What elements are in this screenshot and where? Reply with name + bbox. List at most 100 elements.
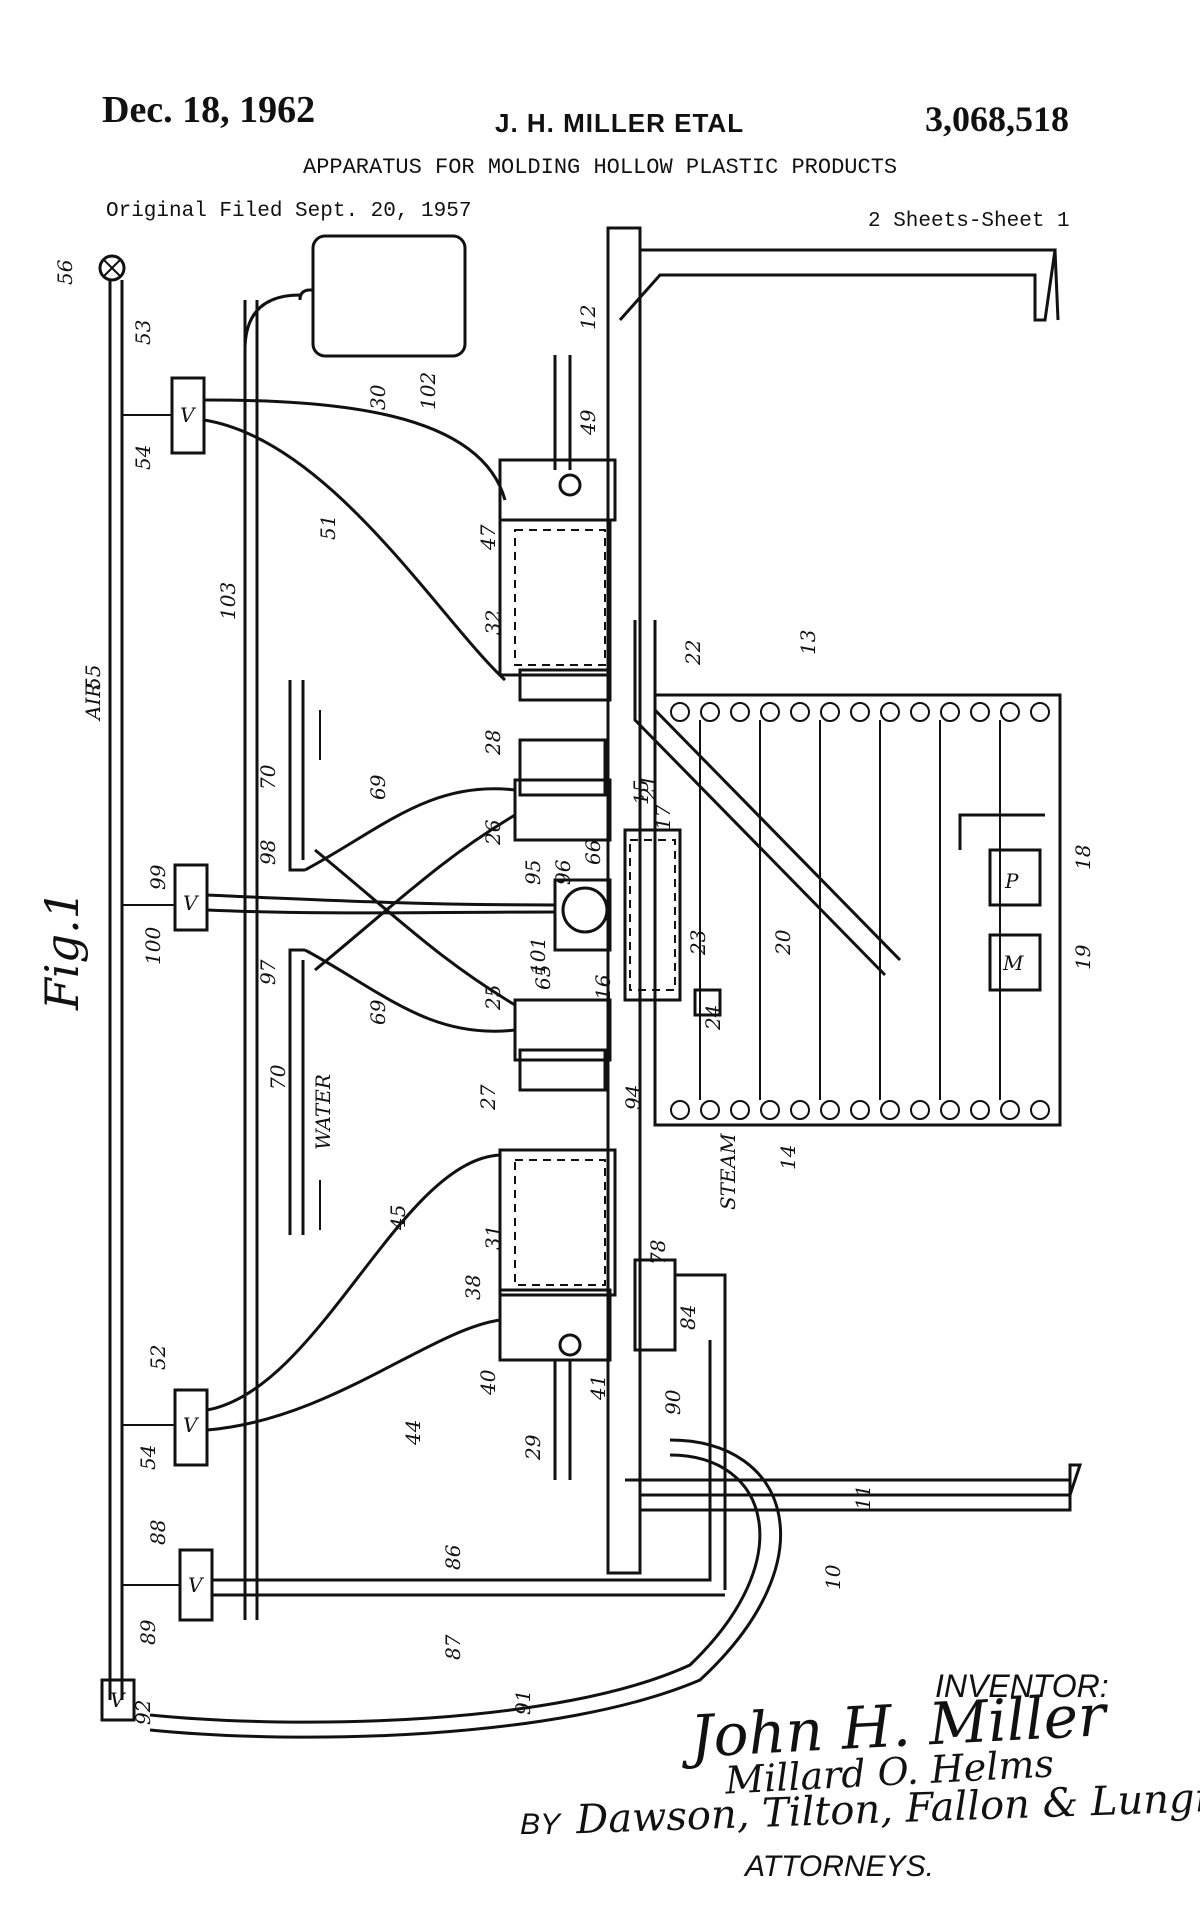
reference-numeral-26: 26 <box>481 819 505 846</box>
coil-section <box>760 702 780 722</box>
inventor-heading: INVENTOR: <box>935 1668 1109 1704</box>
pump-18 <box>988 848 1042 907</box>
reference-numeral-17: 17 <box>651 804 675 830</box>
reference-numeral-70: 70 <box>256 764 280 790</box>
reference-numeral-78: 78 <box>646 1240 670 1265</box>
motor-19 <box>988 933 1042 992</box>
reference-numeral-41: 41 <box>586 1375 610 1401</box>
reference-numeral-65: 65 <box>531 965 555 990</box>
coil-section <box>670 702 690 722</box>
coil-section <box>910 702 930 722</box>
reference-numeral-92: 92 <box>131 1700 155 1725</box>
filed-date: Original Filed Sept. 20, 1957 <box>106 200 472 223</box>
reference-numeral-12: 12 <box>576 305 600 330</box>
reference-numeral-47: 47 <box>476 524 500 551</box>
plate-12 <box>606 226 642 1575</box>
valve-92 <box>100 1678 136 1722</box>
tank-102 <box>311 234 467 358</box>
coil-section <box>730 1100 750 1120</box>
reference-numeral-40: 40 <box>476 1369 500 1396</box>
water-label: WATER <box>311 1074 335 1150</box>
sheet-count: 2 Sheets-Sheet 1 <box>868 210 1070 233</box>
reference-numeral-32: 32 <box>481 610 505 635</box>
coil-section <box>700 1100 720 1120</box>
patent-number: 3,068,518 <box>925 99 1069 139</box>
reference-numeral-98: 98 <box>256 840 280 865</box>
valve-24 <box>693 988 722 1017</box>
svg-text:M: M <box>1002 951 1024 975</box>
valve-label-53: V <box>180 403 197 427</box>
reference-numeral-99: 99 <box>146 864 170 890</box>
valve-56 <box>98 254 126 282</box>
coil-section <box>790 702 810 722</box>
reference-numeral-100: 100 <box>141 927 165 965</box>
reference-numeral-15: 15 <box>629 780 653 805</box>
reference-numeral-20: 20 <box>771 929 795 956</box>
reference-numeral-19: 19 <box>1071 944 1095 970</box>
reference-numeral-24: 24 <box>701 1005 725 1031</box>
reference-numeral-84: 84 <box>676 1305 700 1330</box>
coil-section <box>910 1100 930 1120</box>
valve-52 <box>173 1388 209 1467</box>
reference-numeral-54: 54 <box>136 1445 160 1470</box>
reference-numeral-44: 44 <box>401 1420 425 1446</box>
reference-numeral-29: 29 <box>521 1434 545 1461</box>
reference-numeral-51: 51 <box>316 515 340 540</box>
patent-inventors: J. H. MILLER ETAL <box>495 108 745 138</box>
coil-section <box>730 702 750 722</box>
tank-13 <box>653 693 1062 1127</box>
by-label: BY <box>520 1808 561 1841</box>
coil-section <box>880 702 900 722</box>
coil-section <box>670 1100 690 1120</box>
reference-numeral-53: 53 <box>131 320 155 345</box>
reference-numeral-38: 38 <box>461 1275 485 1300</box>
coil-section <box>1000 1100 1020 1120</box>
valve-label-92: V <box>110 1688 127 1712</box>
reference-numeral-23: 23 <box>686 930 710 956</box>
reference-numeral-31: 31 <box>481 1225 505 1250</box>
valve-label-99: V <box>183 891 200 915</box>
reference-numeral-22: 22 <box>681 640 705 666</box>
reference-numeral-66: 66 <box>581 839 605 865</box>
reference-numeral-90: 90 <box>661 1389 685 1415</box>
reference-numeral-91: 91 <box>511 1690 535 1715</box>
coil-section <box>820 1100 840 1120</box>
mold-16 <box>623 828 682 1002</box>
reference-numeral-14: 14 <box>776 1145 800 1170</box>
coil-section <box>1030 1100 1050 1120</box>
reference-numeral-13: 13 <box>796 630 820 655</box>
reference-numeral-88: 88 <box>146 1520 170 1545</box>
coil-section <box>1030 702 1050 722</box>
coil-section <box>850 702 870 722</box>
reference-numeral-86: 86 <box>441 1544 465 1570</box>
figure-label: Fig.1 <box>35 890 89 1011</box>
mold-95 <box>553 878 612 952</box>
reference-numeral-87: 87 <box>441 1634 465 1660</box>
coil-section <box>940 1100 960 1120</box>
reference-numeral-11: 11 <box>851 1485 875 1510</box>
reference-numeral-70: 70 <box>266 1064 290 1090</box>
reference-numeral-45: 45 <box>386 1205 410 1231</box>
reference-numeral-30: 30 <box>366 384 390 410</box>
reference-numeral-97: 97 <box>256 959 280 985</box>
patent-date: Dec. 18, 1962 <box>102 89 316 131</box>
reference-numeral-101: 101 <box>526 937 550 975</box>
reference-numeral-89: 89 <box>136 1619 160 1645</box>
reference-numeral-18: 18 <box>1071 845 1095 870</box>
reference-numeral-27: 27 <box>476 1084 500 1111</box>
valve-84 <box>633 1258 677 1352</box>
coil-section <box>820 702 840 722</box>
coil-section <box>850 1100 870 1120</box>
reference-numeral-25: 25 <box>481 985 505 1011</box>
reference-numeral-21: 21 <box>636 775 660 801</box>
reference-numeral-102: 102 <box>416 372 440 410</box>
reference-numeral-28: 28 <box>481 730 505 756</box>
reference-numeral-54: 54 <box>131 445 155 470</box>
coil-section <box>970 1100 990 1120</box>
patent-title: APPARATUS FOR MOLDING HOLLOW PLASTIC PRO… <box>303 155 898 180</box>
valve-label-88: V <box>188 1573 205 1597</box>
coil-section <box>940 702 960 722</box>
coil-section <box>970 702 990 722</box>
reference-numerals: 1011121314151617181920212223242526272829… <box>53 259 1095 1725</box>
